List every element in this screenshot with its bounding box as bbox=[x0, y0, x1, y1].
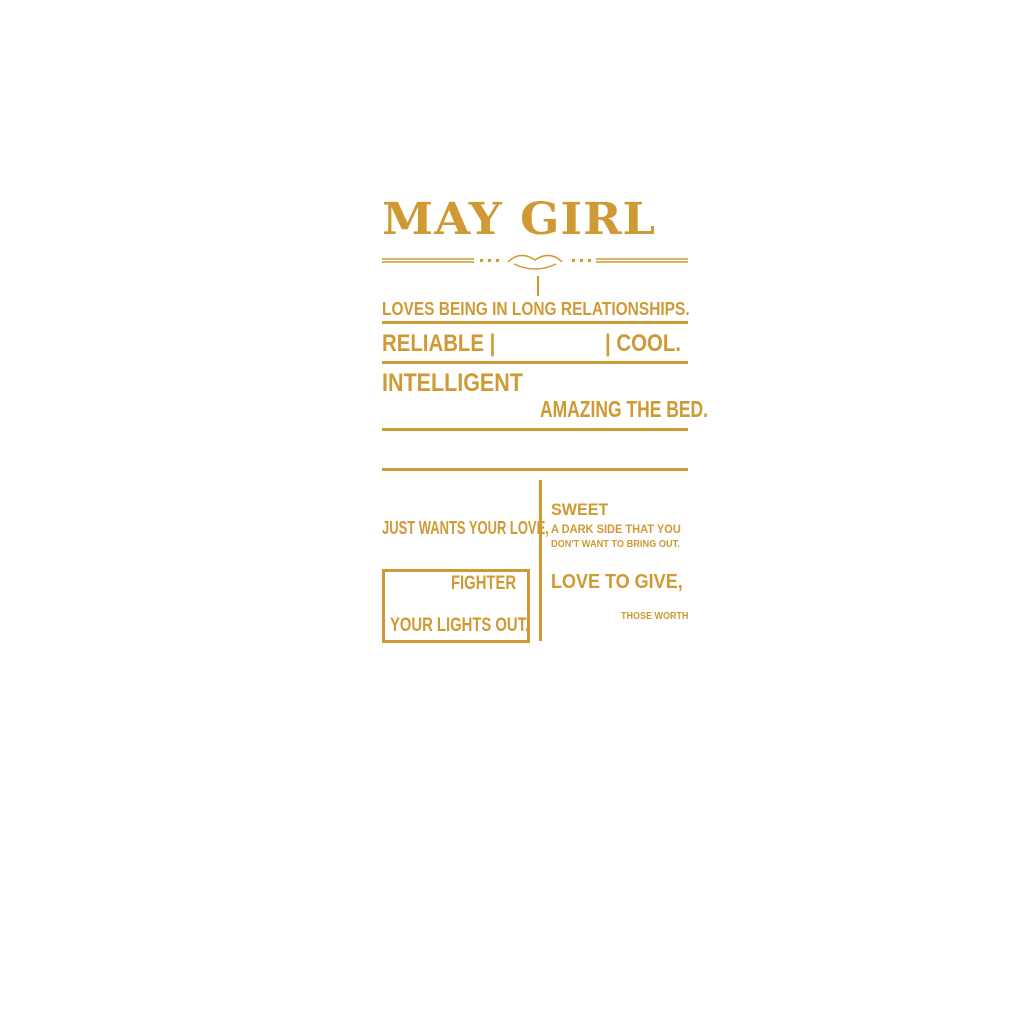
divider bbox=[382, 321, 688, 324]
divider bbox=[382, 428, 688, 431]
line-just-wants: JUST WANTS YOUR LOVE, bbox=[382, 518, 549, 538]
line-sweet: SWEET bbox=[551, 500, 609, 519]
divider bbox=[537, 276, 539, 296]
title: MAY GIRL bbox=[382, 194, 657, 245]
ornament-divider-icon bbox=[382, 254, 688, 270]
line-fighter: FIGHTER bbox=[451, 573, 517, 594]
line-lights-out: YOUR LIGHTS OUT. bbox=[390, 615, 530, 636]
line-love-to-give: LOVE TO GIVE, bbox=[551, 571, 683, 593]
column-divider bbox=[539, 480, 542, 641]
line-intelligent: INTELLIGENT bbox=[382, 369, 523, 397]
divider bbox=[382, 468, 688, 471]
line-amazing: AMAZING THE BED. bbox=[540, 396, 709, 422]
line-cool: | COOL. bbox=[605, 330, 681, 357]
line-those-worth: THOSE WORTH bbox=[621, 611, 689, 622]
line-dont-want: DON'T WANT TO BRING OUT. bbox=[551, 539, 680, 550]
line-reliable: RELIABLE | bbox=[382, 330, 496, 357]
line-dark-side: A DARK SIDE THAT YOU bbox=[551, 522, 681, 536]
fighter-box bbox=[382, 569, 530, 643]
divider bbox=[382, 361, 688, 364]
line-loves: LOVES BEING IN LONG RELATIONSHIPS. bbox=[382, 299, 690, 319]
